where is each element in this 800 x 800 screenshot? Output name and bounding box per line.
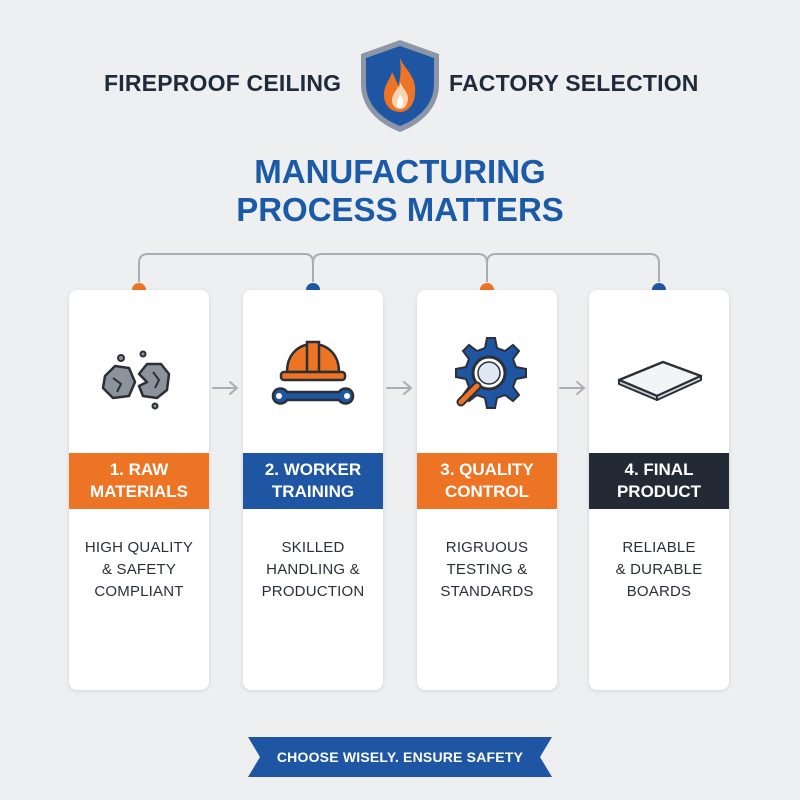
step-2-label: 2. WORKER TRAINING bbox=[243, 453, 383, 509]
main-title-line1: MANUFACTURING bbox=[254, 153, 546, 190]
step-4-label: 4. FINAL PRODUCT bbox=[589, 453, 729, 509]
step-card-quality-control: 3. QUALITY CONTROL RIGRUOUS TESTING & ST… bbox=[417, 290, 557, 690]
step-3-label: 3. QUALITY CONTROL bbox=[417, 453, 557, 509]
main-title: MANUFACTURING PROCESS MATTERS bbox=[0, 153, 800, 229]
step-2-description: SKILLED HANDLING & PRODUCTION bbox=[261, 539, 365, 600]
header-right-text: FACTORY SELECTION bbox=[449, 70, 699, 96]
step-3-description: RIGRUOUS TESTING & STANDARDS bbox=[440, 539, 534, 600]
footer-ribbon bbox=[248, 737, 552, 777]
step-4-description: RELIABLE & DURABLE BOARDS bbox=[615, 539, 703, 600]
step-1-description: HIGH QUALITY & SAFETY COMPLIANT bbox=[84, 539, 194, 600]
raw-materials-rock-icon bbox=[101, 350, 171, 410]
hardhat-wrench-icon bbox=[271, 340, 355, 405]
arrow-right-icon bbox=[386, 381, 413, 395]
arrow-right-icon bbox=[212, 381, 239, 395]
footer-text: CHOOSE WISELY. ENSURE SAFETY bbox=[276, 749, 524, 765]
arrow-right-icon bbox=[559, 381, 586, 395]
step-card-worker-training: 2. WORKER TRAINING SKILLED HANDLING & PR… bbox=[243, 290, 383, 690]
ceiling-board-icon bbox=[617, 360, 703, 401]
header-left-text: FIREPROOF CEILING bbox=[104, 70, 342, 96]
fire-shield-icon bbox=[361, 40, 439, 132]
step-1-label: 1. RAW MATERIALS bbox=[69, 453, 209, 509]
step-card-final-product: 4. FINAL PRODUCT RELIABLE & DURABLE BOAR… bbox=[589, 290, 729, 690]
main-title-line2: PROCESS MATTERS bbox=[236, 191, 564, 228]
gear-magnifier-icon bbox=[455, 337, 527, 409]
step-card-raw-materials: 1. RAW MATERIALS HIGH QUALITY & SAFETY C… bbox=[69, 290, 209, 690]
